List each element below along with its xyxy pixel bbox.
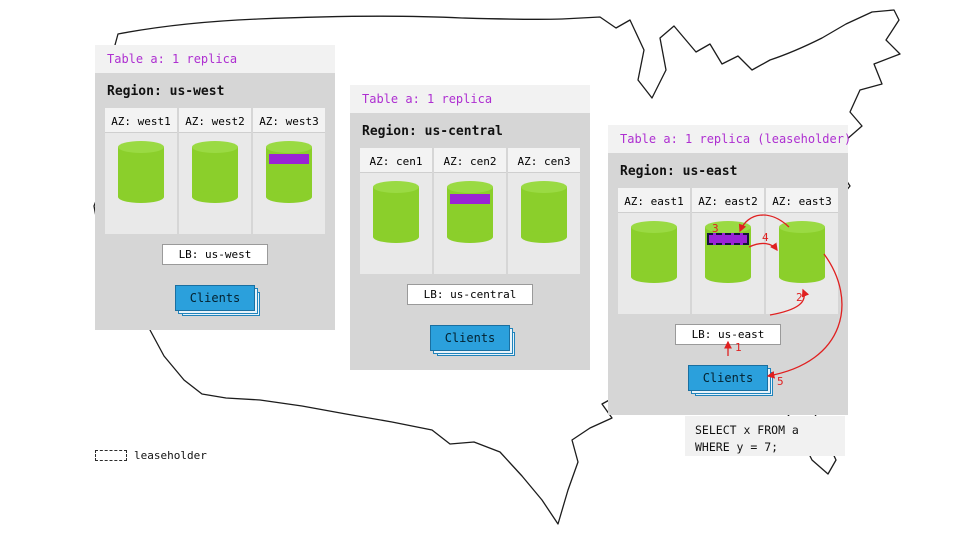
cylinder-top-icon — [118, 141, 164, 153]
clients-button[interactable]: Clients — [174, 285, 256, 311]
cylinder-top-icon — [779, 221, 825, 233]
az-column-west3: AZ: west3 — [253, 108, 325, 234]
region-panel-us-central: Table a: 1 replica Region: us-central AZ… — [350, 85, 590, 370]
sql-line-1: SELECT x FROM a — [695, 423, 799, 437]
az-label: AZ: cen2 — [434, 148, 506, 173]
database-cylinder-icon — [118, 141, 164, 203]
region-title: Region: us-west — [107, 84, 225, 99]
load-balancer-box: LB: us-east — [674, 324, 782, 345]
replica-band — [269, 154, 309, 164]
az-label: AZ: east1 — [618, 188, 690, 213]
sql-line-2: WHERE y = 7; — [695, 439, 779, 454]
leaseholder-legend-label: leaseholder — [134, 449, 207, 462]
clients-button[interactable]: Clients — [429, 325, 511, 351]
az-label: AZ: west3 — [253, 108, 325, 133]
database-cylinder-icon — [631, 221, 677, 283]
az-column-east1: AZ: east1 — [618, 188, 690, 314]
table-replica-label: Table a: 1 replica — [107, 52, 238, 66]
database-cylinder-icon — [521, 181, 567, 243]
az-label: AZ: east3 — [766, 188, 838, 213]
database-cylinder-icon — [192, 141, 238, 203]
az-label: AZ: west2 — [179, 108, 251, 133]
database-cylinder-icon — [705, 221, 751, 283]
cylinder-top-icon — [521, 181, 567, 193]
table-replica-header: Table a: 1 replica — [350, 85, 590, 113]
table-replica-label: Table a: 1 replica (leaseholder) — [620, 132, 852, 146]
cylinder-top-icon — [705, 221, 751, 233]
database-cylinder-icon — [779, 221, 825, 283]
table-replica-header: Table a: 1 replica (leaseholder) — [608, 125, 852, 153]
az-column-cen2: AZ: cen2 — [434, 148, 506, 274]
database-cylinder-icon — [447, 181, 493, 243]
az-row: AZ: west1 AZ: west2 AZ: west3 — [105, 108, 325, 234]
sql-query-note: SELECT x FROM a WHERE y = 7; — [685, 416, 845, 456]
az-column-cen3: AZ: cen3 — [508, 148, 580, 274]
az-label: AZ: east2 — [692, 188, 764, 213]
region-title: Region: us-east — [620, 164, 738, 179]
az-label: AZ: cen1 — [360, 148, 432, 173]
az-label: AZ: west1 — [105, 108, 177, 133]
load-balancer-box: LB: us-west — [161, 244, 269, 265]
leaseholder-legend-icon — [95, 450, 127, 461]
clients-button[interactable]: Clients — [687, 365, 769, 391]
cylinder-top-icon — [192, 141, 238, 153]
az-column-east3: AZ: east3 — [766, 188, 838, 314]
leaseholder-band — [707, 233, 749, 245]
cylinder-top-icon — [266, 141, 312, 153]
region-title: Region: us-central — [362, 124, 503, 139]
cylinder-top-icon — [631, 221, 677, 233]
az-label: AZ: cen3 — [508, 148, 580, 173]
table-replica-header: Table a: 1 replica — [95, 45, 335, 73]
az-column-west1: AZ: west1 — [105, 108, 177, 234]
replica-band — [450, 194, 490, 204]
cylinder-top-icon — [447, 181, 493, 193]
az-column-cen1: AZ: cen1 — [360, 148, 432, 274]
region-panel-us-east: Table a: 1 replica (leaseholder) Region:… — [608, 125, 852, 415]
us-map-path — [93, 9, 901, 525]
az-row: AZ: cen1 AZ: cen2 AZ: cen3 — [360, 148, 580, 274]
az-column-west2: AZ: west2 — [179, 108, 251, 234]
database-cylinder-icon — [373, 181, 419, 243]
table-replica-label: Table a: 1 replica — [362, 92, 493, 106]
cylinder-top-icon — [373, 181, 419, 193]
database-cylinder-icon — [266, 141, 312, 203]
region-panel-us-west: Table a: 1 replica Region: us-west AZ: w… — [95, 45, 335, 330]
az-column-east2: AZ: east2 — [692, 188, 764, 314]
load-balancer-box: LB: us-central — [406, 284, 534, 305]
az-row: AZ: east1 AZ: east2 AZ: east3 — [618, 188, 838, 314]
leaseholder-legend: leaseholder — [95, 449, 207, 462]
